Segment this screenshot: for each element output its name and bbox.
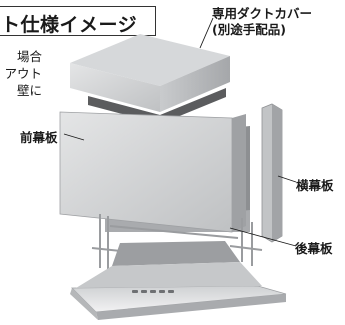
front-panel-label: 前幕板 [20, 130, 58, 145]
page-title: ト仕様イメージ [1, 14, 138, 36]
intro-line: 場合 [16, 49, 42, 64]
duct-cover [70, 34, 230, 124]
hood-body [70, 241, 287, 320]
duct-cover-label-line2: (別途手配品) [212, 22, 286, 37]
side-panel-shape [261, 103, 283, 243]
duct-cover-label-line1: 専用ダクトカバー [212, 6, 313, 21]
intro-text: 場合 アウト 壁に [0, 48, 42, 99]
rear-panel-label: 後幕板 [295, 241, 333, 256]
side-panel-label: 横幕板 [296, 178, 334, 193]
duct-cover-label: 専用ダクトカバー (別途手配品) [212, 6, 312, 38]
intro-line: アウト [4, 66, 42, 81]
front-panel-shape [59, 111, 246, 233]
intro-line: 壁に [16, 83, 42, 98]
title-box: ト仕様イメージ [0, 6, 156, 36]
